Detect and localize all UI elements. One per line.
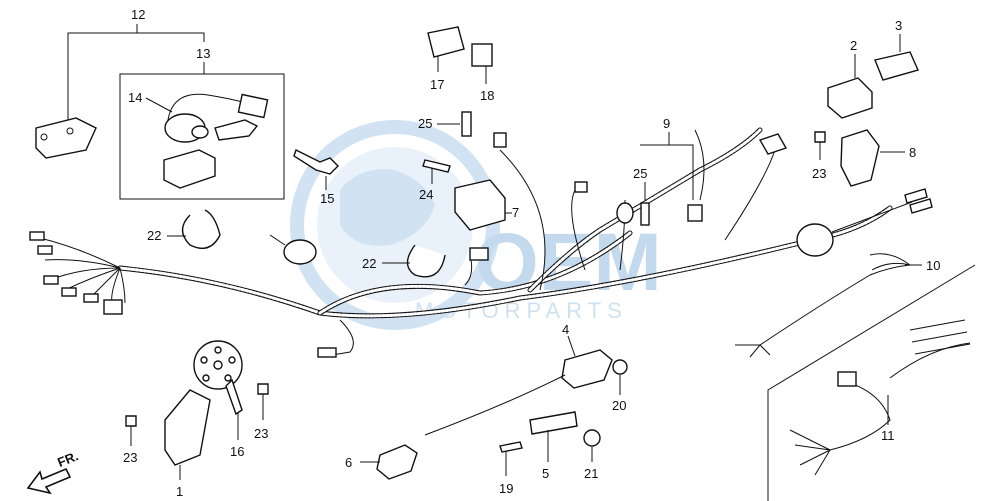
sub-harness-10: 10: [735, 253, 940, 358]
callout-1: 1: [176, 484, 183, 499]
callout-12: 12: [131, 7, 145, 22]
callout-23-right: 23: [812, 166, 826, 181]
callout-14: 14: [128, 90, 142, 105]
watermark-brand: OEM: [475, 217, 662, 308]
callout-3: 3: [895, 18, 902, 33]
front-direction-arrow: FR.: [26, 448, 80, 495]
callout-25-mid: 25: [633, 166, 647, 181]
callout-8: 8: [909, 145, 916, 160]
callout-10: 10: [926, 258, 940, 273]
callout-6: 6: [345, 455, 352, 470]
callout-5: 5: [542, 466, 549, 481]
callout-24: 24: [419, 187, 433, 202]
ignition-kit-box: [119, 73, 285, 200]
callout-2: 2: [850, 38, 857, 53]
callout-17: 17: [430, 77, 444, 92]
ignition-bracket: [35, 117, 97, 159]
callout-16: 16: [230, 444, 244, 459]
callout-19: 19: [499, 481, 513, 496]
callout-7: 7: [512, 205, 519, 220]
relay-and-coupler: 17 18: [427, 26, 494, 103]
key-part: 15: [293, 149, 339, 206]
callout-23-left: 23: [123, 450, 137, 465]
callout-20: 20: [612, 398, 626, 413]
callout-21: 21: [584, 466, 598, 481]
horn-assembly: 16 1 23 23: [123, 340, 269, 499]
watermark-globe: [290, 120, 500, 330]
switch-4-assembly: 4 5 6 19 20 21: [345, 322, 628, 496]
callout-25-top: 25: [418, 116, 432, 131]
callout-23-mid: 23: [254, 426, 268, 441]
bracket-8: 23 8: [812, 129, 916, 187]
ignition-switch-group: 12 13 14: [35, 7, 285, 200]
front-label: FR.: [55, 448, 80, 470]
fuse-and-connector-9: 25 9: [633, 116, 694, 226]
sub-harness-11-inset: 11: [767, 264, 976, 501]
callout-13: 13: [196, 46, 210, 61]
front-arrow-icon: [26, 467, 72, 495]
band-clamp-left: 22: [147, 209, 221, 249]
fuse-top: 25: [418, 111, 472, 137]
callout-22-mid: 22: [362, 256, 376, 271]
callout-11: 11: [881, 428, 895, 443]
unit-2-and-3: 2 3: [827, 18, 919, 119]
callout-9: 9: [663, 116, 670, 131]
main-wire-harness: [29, 127, 933, 358]
band-clamp-mid: 22: [362, 244, 489, 286]
inset-border: [767, 264, 976, 501]
relay-7-and-bolt: 24 7: [419, 159, 519, 231]
callout-15: 15: [320, 191, 334, 206]
watermark: OEM MOTORPARTS: [290, 120, 662, 330]
callout-18: 18: [480, 88, 494, 103]
callout-22-left: 22: [147, 228, 161, 243]
callout-4: 4: [562, 322, 569, 337]
